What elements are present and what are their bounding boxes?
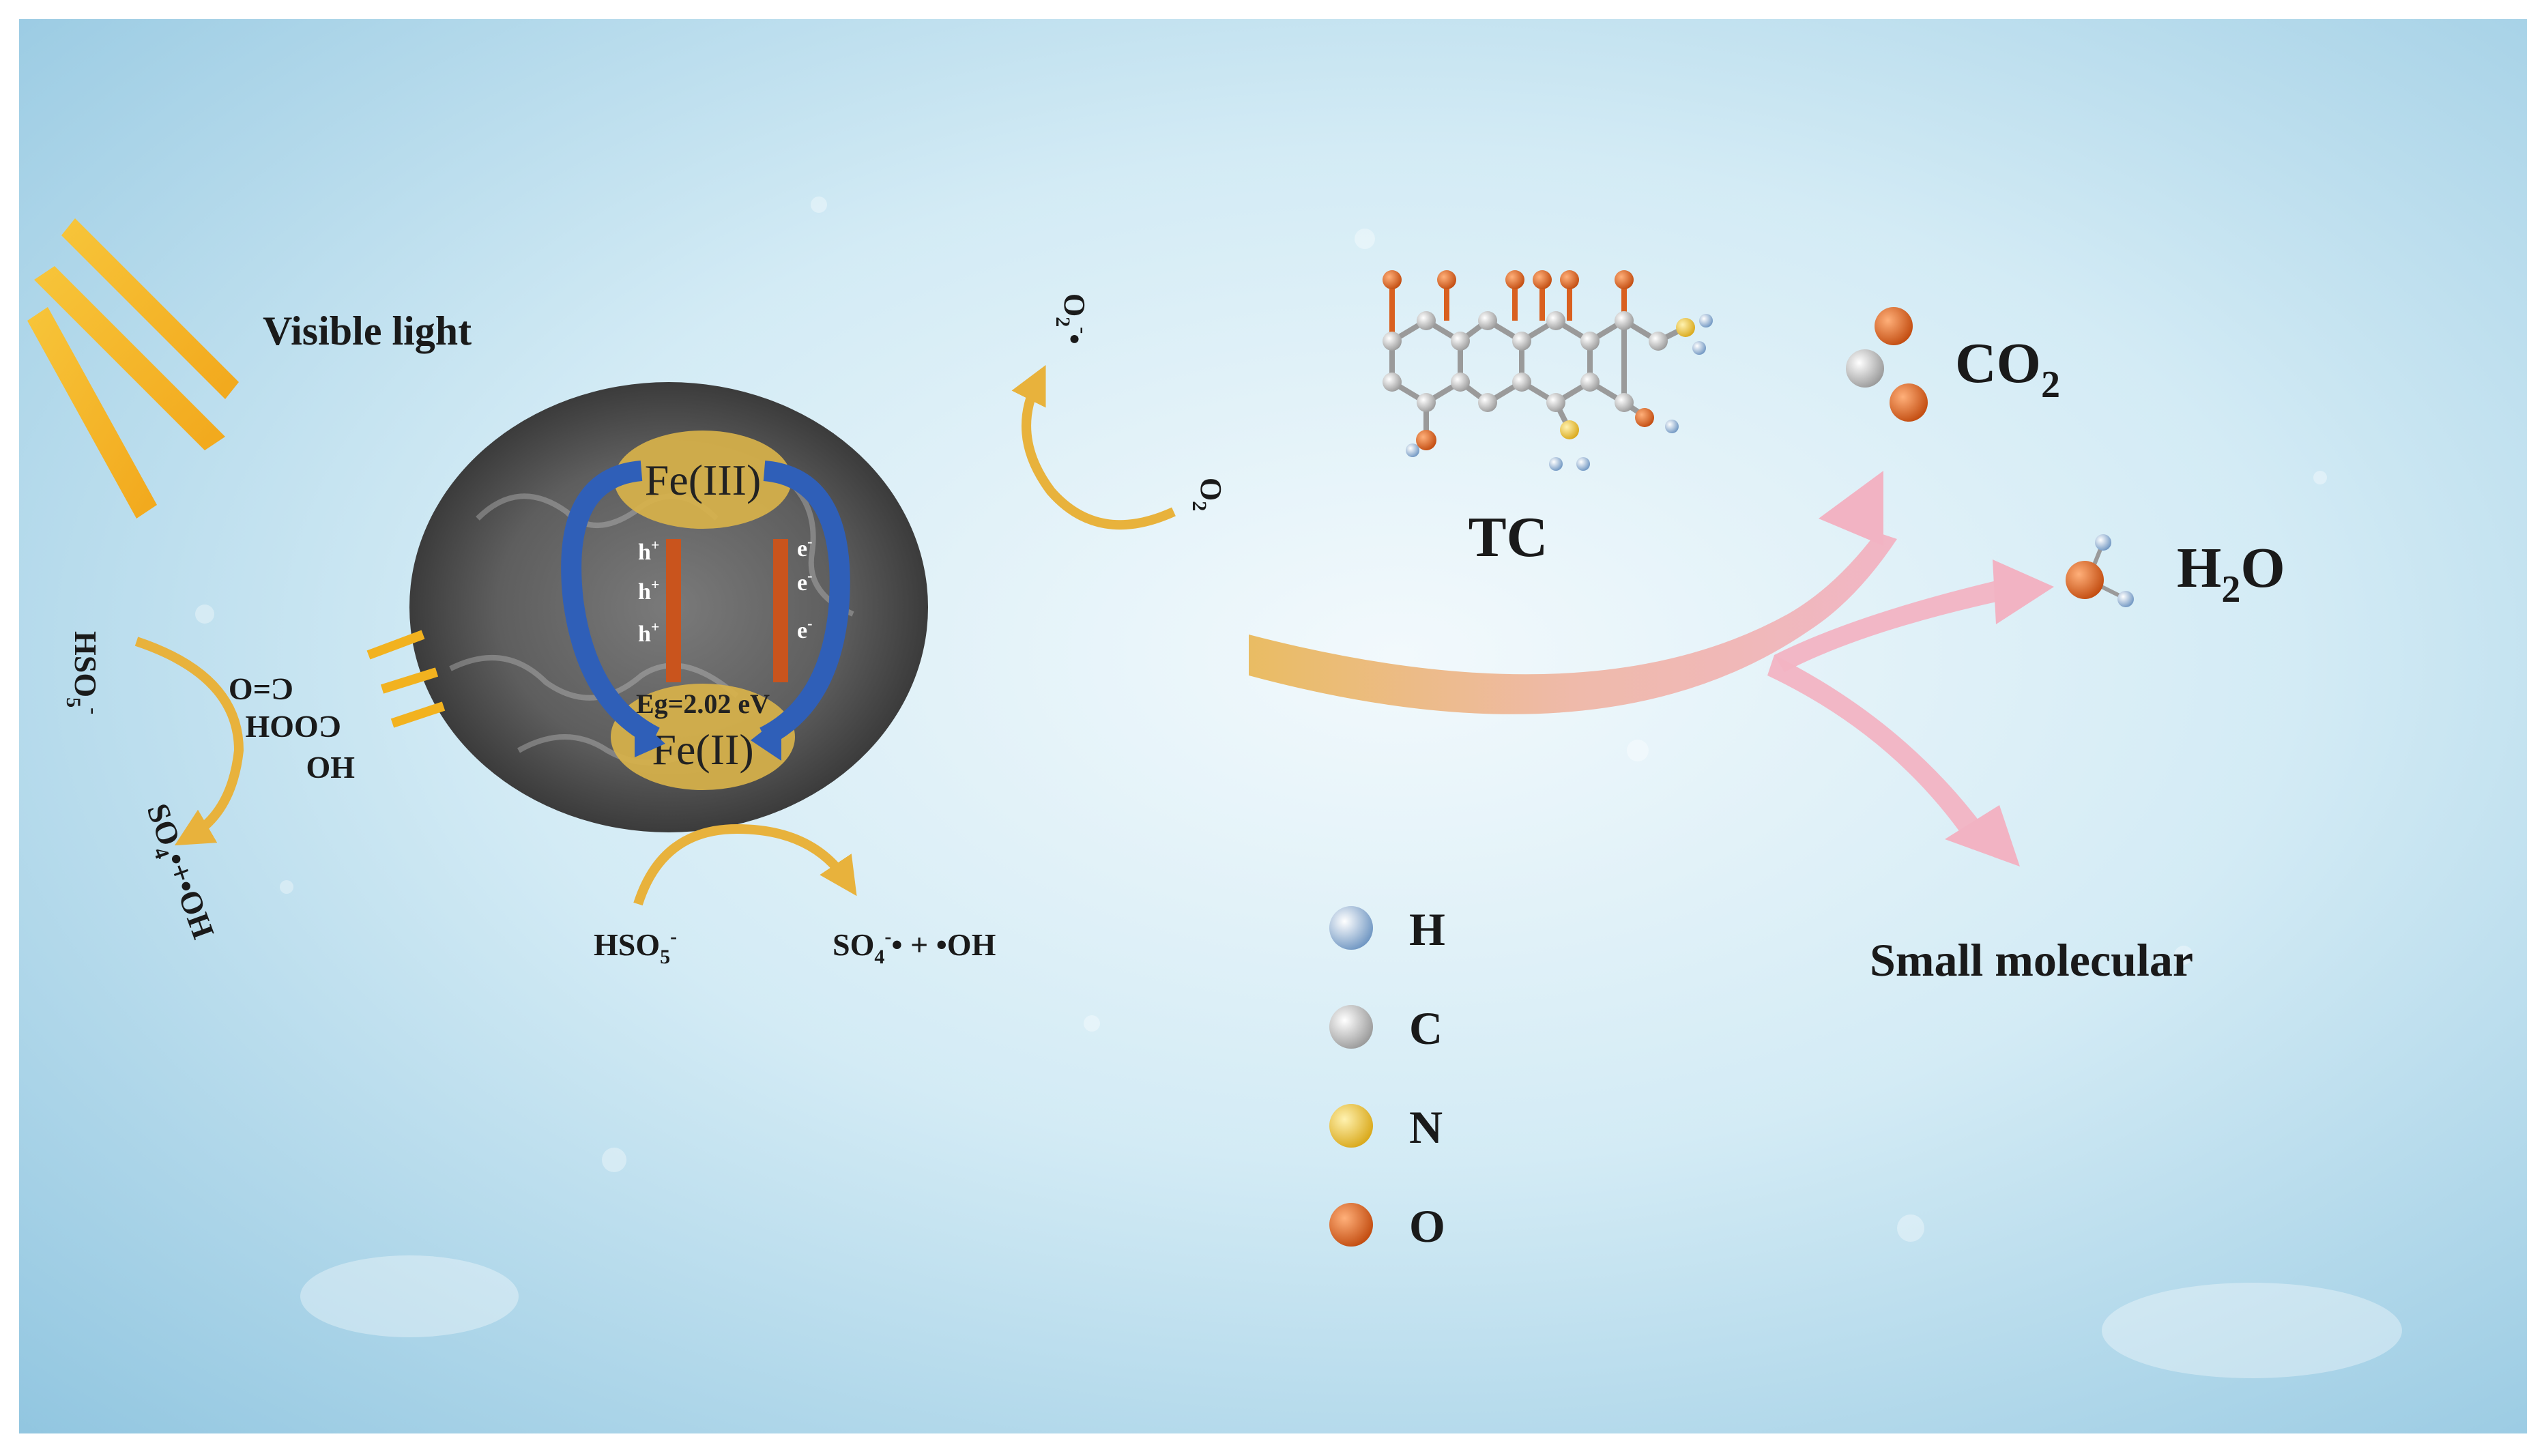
fe3-label: Fe(III) bbox=[645, 456, 762, 504]
bottom-radicals-label: SO4-• + •OH bbox=[833, 925, 996, 968]
h2o-label: H2O bbox=[2177, 536, 2285, 611]
legend-label-c: C bbox=[1409, 1002, 1443, 1054]
left-hso5-label: HSO5- bbox=[62, 631, 105, 714]
visible-light-rays bbox=[27, 218, 239, 519]
co2-label: CO2 bbox=[1955, 332, 2060, 406]
fe2-ellipse bbox=[611, 684, 795, 790]
fe3-ellipse bbox=[614, 431, 792, 529]
o2-label: O2 bbox=[1188, 478, 1228, 511]
h2o-molecule bbox=[2066, 534, 2134, 607]
legend-swatch-c bbox=[1329, 1005, 1373, 1049]
reduction-arrow bbox=[561, 461, 660, 746]
degradation-arrows bbox=[1249, 471, 2054, 867]
legend-label-n: N bbox=[1409, 1101, 1443, 1153]
svg-text:h+: h+ bbox=[638, 618, 659, 647]
hydroxyl-label: HO bbox=[306, 751, 355, 785]
bottom-hso5-label: HSO5- bbox=[594, 925, 677, 968]
svg-text:h+: h+ bbox=[638, 576, 659, 605]
conduction-band-bar bbox=[773, 539, 788, 682]
legend-swatch-o bbox=[1329, 1203, 1373, 1247]
carboxyl-label: COOH bbox=[245, 710, 341, 744]
co2-molecule bbox=[1846, 307, 1928, 422]
small-molecular-label: Small molecular bbox=[1870, 934, 2193, 986]
holes-group: h+ h+ h+ bbox=[638, 536, 659, 647]
band-gap-label: Eg=2.02 eV bbox=[636, 688, 770, 719]
svg-text:e-: e- bbox=[797, 567, 812, 596]
tetracycline-atoms bbox=[1383, 270, 1713, 471]
svg-text:h+: h+ bbox=[638, 536, 659, 565]
valence-band-bar bbox=[666, 539, 681, 682]
fe2-label: Fe(II) bbox=[652, 725, 753, 774]
functional-group-bonds bbox=[366, 630, 446, 728]
electrons-group: e- e- e- bbox=[797, 533, 812, 643]
legend-swatch-n bbox=[1329, 1104, 1373, 1148]
carbonyl-label: C=O bbox=[229, 672, 293, 707]
left-pms-activation-arrow bbox=[134, 637, 244, 846]
bubble-texture bbox=[195, 196, 2402, 1378]
oxidation-arrow bbox=[759, 461, 850, 746]
atom-legend: H C N O bbox=[1329, 903, 1445, 1252]
legend-label-o: O bbox=[1409, 1200, 1445, 1252]
o2-reduction-arrow bbox=[1011, 364, 1176, 530]
visible-light-label: Visible light bbox=[263, 308, 472, 353]
legend-label-h: H bbox=[1409, 903, 1445, 955]
bottom-pms-activation-arrow bbox=[633, 824, 857, 906]
tc-label: TC bbox=[1469, 506, 1548, 569]
reduction-arrow-head bbox=[635, 716, 665, 757]
oxidation-arrow-head bbox=[751, 716, 781, 761]
superoxide-label: O2-• bbox=[1052, 293, 1095, 345]
legend-swatch-h bbox=[1329, 906, 1373, 950]
water-background bbox=[19, 19, 2527, 1433]
svg-text:e-: e- bbox=[797, 533, 812, 562]
svg-text:e-: e- bbox=[797, 615, 812, 643]
